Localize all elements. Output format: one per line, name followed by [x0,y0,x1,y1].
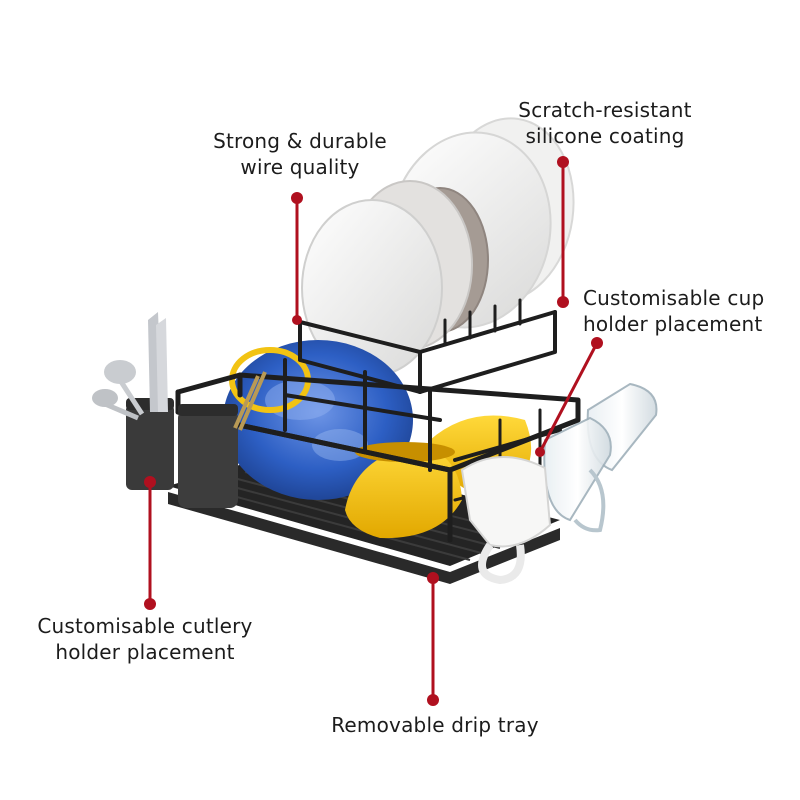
callout-coating-line2: silicone coating [525,124,685,148]
white-mug [460,456,552,585]
callout-cutlery-line1: Customisable cutlery [37,614,253,638]
cutlery-holder [126,398,238,508]
callout-cup-holder: Customisable cup holder placement [583,285,793,337]
callout-wire-line2: wire quality [240,155,360,179]
glasses [543,382,658,533]
back-plates [301,117,575,377]
cutlery [92,312,267,431]
dot-coating [557,156,569,168]
dot-wire [291,192,303,204]
dot-coating-end [557,296,569,308]
callout-wire-line1: Strong & durable [213,129,387,153]
dot-cutlery [144,598,156,610]
callout-cutlery-holder: Customisable cutlery holder placement [30,613,260,665]
dot-tray-end [427,572,439,584]
dot-cup [591,337,603,349]
dot-tray [427,694,439,706]
dot-cutlery-end [144,476,156,488]
callout-leaders [148,162,599,700]
wire-rack [175,298,581,543]
leader-cup [538,342,599,453]
callout-wire-quality: Strong & durable wire quality [195,128,405,180]
callout-cutlery-line2: holder placement [55,640,235,664]
callout-drip-tray: Removable drip tray [315,712,555,738]
callout-dots [144,156,603,706]
callout-cup-line2: holder placement [583,312,763,336]
callout-tray-line1: Removable drip tray [331,713,539,737]
callout-cup-line1: Customisable cup [583,286,765,310]
callout-coating-line1: Scratch-resistant [518,98,692,122]
dot-cup-end [535,447,545,457]
dot-wire-end [292,315,302,325]
callout-silicone-coating: Scratch-resistant silicone coating [500,97,710,149]
